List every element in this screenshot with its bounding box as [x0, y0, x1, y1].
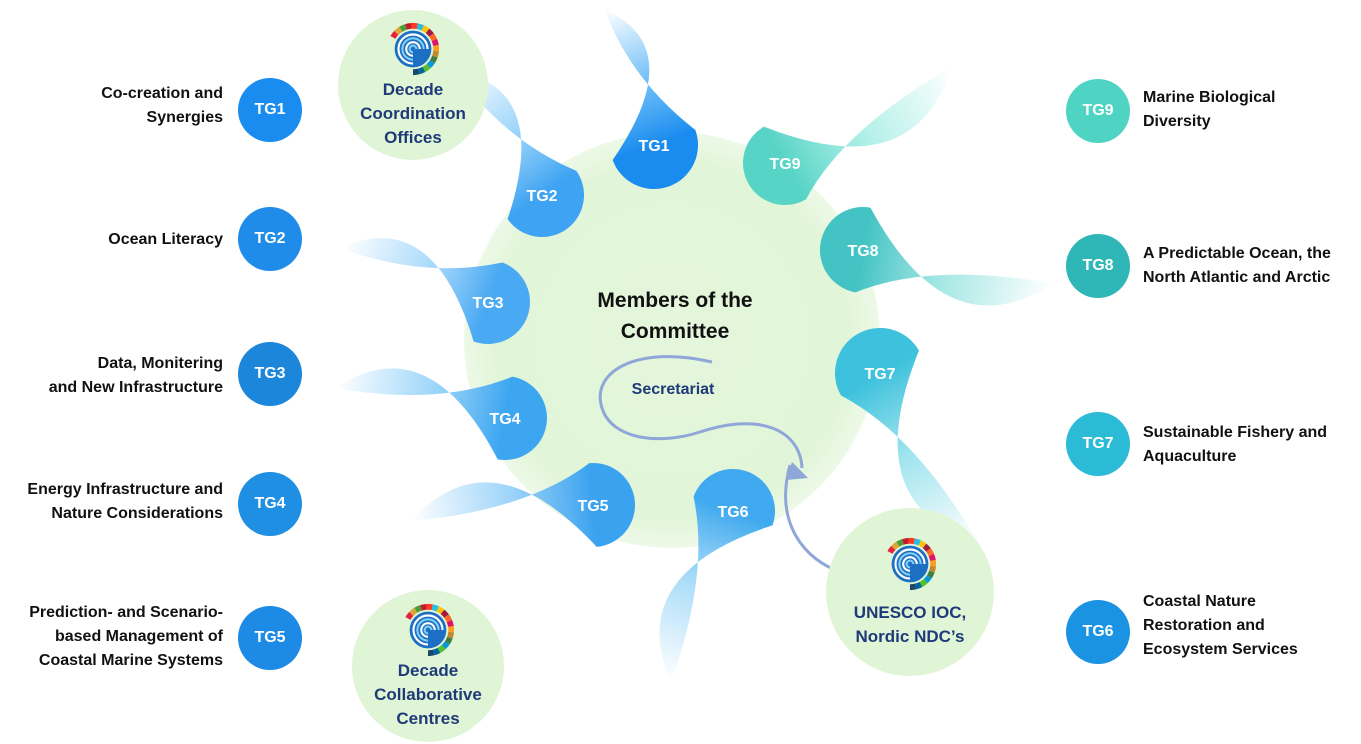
petal-label: TG2 — [526, 188, 557, 205]
ocean-decade-logo-icon — [390, 22, 440, 76]
petal-tg7: TG7 — [834, 327, 978, 542]
task-group-label-line2: North Atlantic and Arctic — [1143, 269, 1331, 286]
task-group-label-line2: and New Infrastructure — [48, 379, 223, 396]
petal-label: TG5 — [577, 498, 608, 515]
petal-tg4: TG4 — [335, 368, 547, 460]
task-group-badge: TG6 — [1066, 600, 1130, 664]
hub-coordination-line1: Decade — [382, 80, 444, 99]
task-group-label: Data, Monitering and New Infrastructure — [0, 352, 223, 400]
ocean-decade-logo-icon — [405, 603, 455, 657]
hub-coordination-line2: Coordination — [360, 104, 466, 123]
hub-collaborative-line3: Centres — [396, 709, 460, 728]
task-group-label-line1: Data, Monitering — [97, 355, 223, 372]
petal-shape — [411, 462, 636, 547]
committee-title-line1: Members of the — [597, 289, 753, 312]
task-group-badge: TG9 — [1066, 79, 1130, 143]
task-group-badge: TG7 — [1066, 412, 1130, 476]
committee-circle — [464, 132, 880, 548]
task-group-label-line1: Ocean Literacy — [108, 231, 223, 248]
task-group-badge: TG2 — [238, 207, 302, 271]
petal-shape — [659, 468, 776, 683]
hub-unesco-ioc: UNESCO IOC, Nordic NDC’s — [826, 508, 994, 676]
task-group-label-line1: Coastal Nature — [1143, 593, 1256, 610]
task-group-label-line2: Diversity — [1143, 113, 1211, 130]
petal-shape — [454, 70, 585, 238]
hub-collaborative-line2: Collaborative — [374, 685, 482, 704]
task-group-tg2: TG2 Ocean Literacy — [0, 207, 305, 273]
committee-title-line2: Committee — [620, 320, 730, 343]
petal-tg8: TG8 — [820, 207, 1054, 306]
task-group-label-line2: Restoration and — [1143, 617, 1265, 634]
petal-shape — [820, 207, 1054, 306]
task-group-label: Prediction- and Scenario-based Managemen… — [0, 601, 223, 673]
petal-shape — [340, 238, 530, 344]
task-group-tg3: TG3 Data, Monitering and New Infrastructur… — [0, 342, 305, 408]
petal-tg5: TG5 — [411, 462, 636, 547]
hub-collaborative-line1: Decade — [397, 661, 459, 680]
petal-tg6: TG6 — [659, 468, 776, 683]
task-group-badge: TG4 — [238, 472, 302, 536]
task-group-label-line2: Nature Considerations — [51, 505, 223, 522]
task-group-badge: TG5 — [238, 606, 302, 670]
petal-label: TG7 — [864, 366, 895, 383]
petal-shape — [335, 368, 547, 460]
petal-label: TG1 — [638, 138, 669, 155]
task-group-label-line2: based Management of — [54, 628, 223, 645]
task-group-label: Ocean Literacy — [0, 228, 223, 252]
petal-shape — [604, 9, 699, 190]
task-group-label-line3: Coastal Marine Systems — [38, 652, 223, 669]
petal-shape — [834, 327, 978, 542]
petal-tg1: TG1 — [604, 9, 699, 190]
task-group-badge: TG8 — [1066, 234, 1130, 298]
petal-tg3: TG3 — [340, 238, 530, 344]
task-group-label-line1: Sustainable Fishery and — [1143, 424, 1328, 441]
task-group-label-line1: A Predictable Ocean, the — [1143, 245, 1331, 262]
committee-title: Members of the Committee — [560, 285, 790, 347]
task-group-badge: TG3 — [238, 342, 302, 406]
petal-label: TG9 — [769, 156, 800, 173]
task-group-label-line3: Ecosystem Services — [1143, 641, 1298, 658]
arrowhead-icon — [786, 462, 808, 480]
petal-tg9: TG9 — [743, 67, 952, 205]
petal-label: TG3 — [472, 295, 503, 312]
hub-unesco-line1: UNESCO IOC, — [853, 603, 967, 622]
task-group-label-line2: Aquaculture — [1143, 448, 1237, 465]
task-group-label-line1: Energy Infrastructure and — [27, 481, 223, 498]
petal-label: TG4 — [489, 411, 520, 428]
ocean-decade-logo-icon — [887, 537, 937, 591]
petal-tg2: TG2 — [454, 70, 585, 238]
hub-unesco-line2: Nordic NDC’s — [855, 627, 965, 646]
petal-label: TG8 — [847, 243, 878, 260]
secretariat-label: Secretariat — [631, 381, 715, 398]
task-group-label-line1: Co-creation and — [101, 85, 223, 102]
task-group-label-line1: Prediction- and Scenario- — [29, 604, 223, 621]
task-group-badge: TG1 — [238, 78, 302, 142]
petal-label: TG6 — [717, 504, 748, 521]
hub-decade-collaborative-centres: Decade Collaborative Centres — [352, 590, 504, 742]
task-group-label-line1: Marine Biological — [1143, 89, 1276, 106]
petal-shape — [743, 67, 952, 205]
task-group-label-line2: Synergies — [146, 109, 223, 126]
hub-decade-coordination-offices: Decade Coordination Offices — [338, 10, 488, 160]
hub-coordination-line3: Offices — [384, 128, 442, 147]
secretariat-connector-arrow — [598, 355, 804, 469]
